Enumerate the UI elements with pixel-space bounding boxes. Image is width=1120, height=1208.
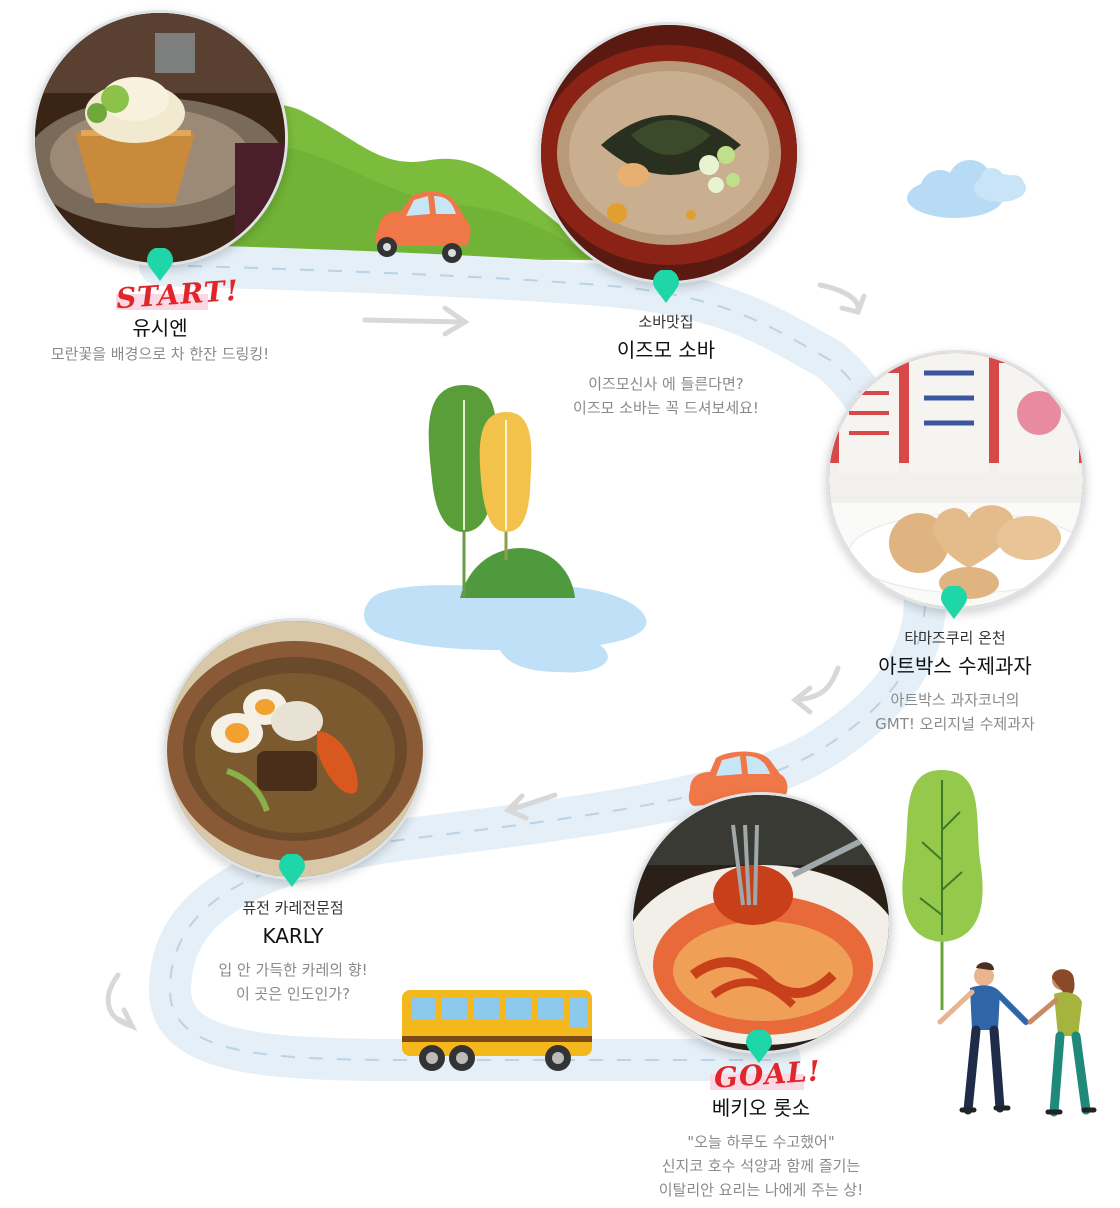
arrow-icon xyxy=(817,282,867,315)
stop-category: 소바맛집 xyxy=(638,313,694,331)
car-icon xyxy=(375,191,471,263)
cloud-icon xyxy=(907,160,1026,218)
stop-category: 타마즈쿠리 온천 xyxy=(904,629,1006,647)
stop-desc-line: 이즈모 소바는 꼭 드셔보세요! xyxy=(573,399,759,417)
arrow-icon xyxy=(105,972,138,1032)
stop-name: 베키오 롯소 xyxy=(711,1096,811,1120)
cookies-photo xyxy=(826,350,1086,610)
stop-karly: 퓨전 카레전문점 KARLY 입 안 가득한 카레의 향! 이 곳은 인도인가? xyxy=(158,898,428,1006)
tree-icon xyxy=(902,770,983,1010)
bus-icon xyxy=(402,990,592,1071)
island-icon xyxy=(460,548,575,598)
stop-name: KARLY xyxy=(262,924,324,948)
stop-category: 퓨전 카레전문점 xyxy=(242,899,344,917)
map-pin-icon xyxy=(279,854,305,887)
tree-icon xyxy=(479,412,532,560)
stop-izumo-soba: 소바맛집 이즈모 소바 이즈모신사 에 들른다면? 이즈모 소바는 꼭 드셔보세… xyxy=(530,312,802,420)
arrow-icon xyxy=(362,305,470,337)
stop-goal: 베키오 롯소 "오늘 하루도 수고했어" 신지코 호수 석양과 함께 즐기는 이… xyxy=(616,1094,906,1202)
stop-desc-line: 신지코 호수 석양과 함께 즐기는 xyxy=(661,1157,861,1175)
stop-name: 유시엔 xyxy=(132,316,188,340)
tree-icon xyxy=(428,385,497,598)
arrow-icon xyxy=(790,665,841,715)
stop-desc-line: 이탈리안 요리는 나에게 주는 상! xyxy=(658,1181,864,1199)
stop-desc-line: GMT! 오리지널 수제과자 xyxy=(875,715,1035,733)
map-pin-icon xyxy=(147,248,173,281)
stop-desc-line: "오늘 하루도 수고했어" xyxy=(687,1133,835,1151)
pasta-photo xyxy=(630,792,892,1054)
soba-photo xyxy=(538,22,800,284)
lake-icon xyxy=(364,585,647,673)
stop-desc-line: 입 안 가득한 카레의 향! xyxy=(218,961,368,979)
ice-cream-photo xyxy=(32,10,288,266)
stop-desc-line: 모란꽃을 배경으로 차 한잔 드링킹! xyxy=(50,345,270,363)
stop-name: 아트박스 수제과자 xyxy=(878,654,1032,678)
stop-desc-line: 아트박스 과자코너의 xyxy=(890,691,1020,709)
map-pin-icon xyxy=(653,270,679,303)
stop-tamatsukuri: 타마즈쿠리 온천 아트박스 수제과자 아트박스 과자코너의 GMT! 오리지널 … xyxy=(820,628,1090,736)
map-pin-icon xyxy=(746,1030,772,1063)
curry-photo xyxy=(164,618,426,880)
arrow-icon xyxy=(503,792,558,821)
stop-desc-line: 이즈모신사 에 들른다면? xyxy=(588,375,744,393)
map-pin-icon xyxy=(941,586,967,619)
couple-illustration xyxy=(937,962,1097,1117)
stop-desc-line: 이 곳은 인도인가? xyxy=(235,985,351,1003)
stop-name: 이즈모 소바 xyxy=(616,338,716,362)
stop-start: 유시엔 모란꽃을 배경으로 차 한잔 드링킹! xyxy=(20,314,300,366)
